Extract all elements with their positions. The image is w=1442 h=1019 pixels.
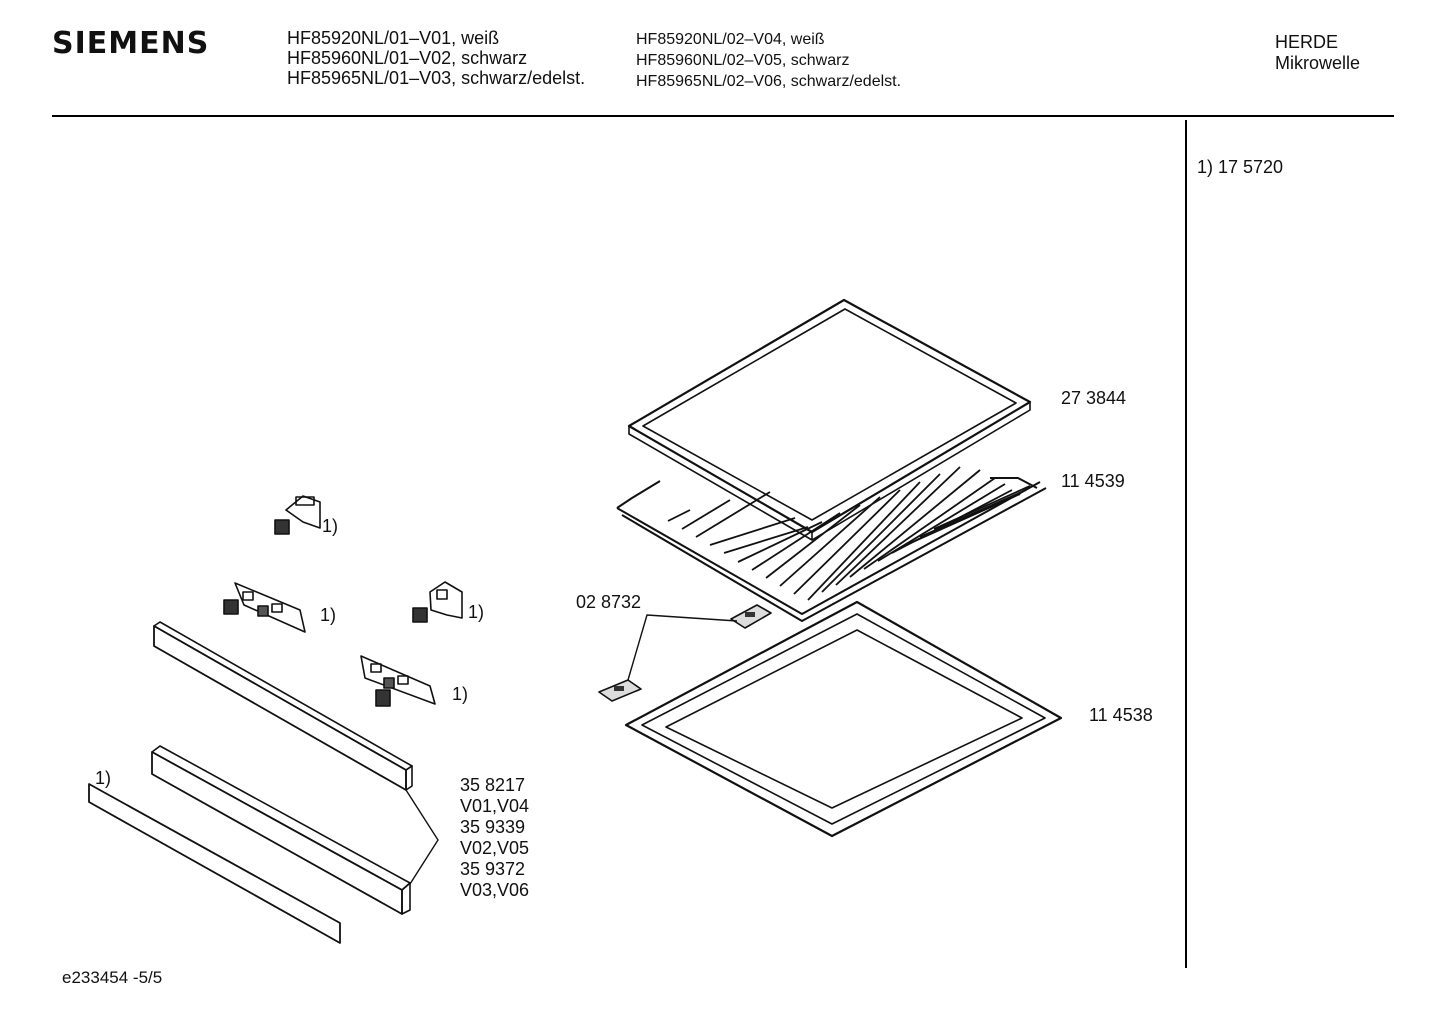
header-divider bbox=[52, 115, 1394, 117]
part-number-clips: 02 8732 bbox=[576, 592, 642, 612]
side-note: 1) 17 5720 bbox=[1197, 157, 1284, 177]
model-list-right: HF85920NL/02–V04, weiß HF85960NL/02–V05,… bbox=[636, 29, 901, 92]
drawing-reference: e233454 -5/5 bbox=[62, 968, 163, 987]
panel-code: V03,V06 bbox=[460, 880, 530, 900]
model-line: HF85960NL/01–V02, schwarz bbox=[287, 48, 528, 68]
hinge-bracket-part bbox=[412, 581, 463, 623]
footnote-ref-bracket: 1) bbox=[322, 516, 339, 536]
footnote-ref-bracket: 1) bbox=[452, 684, 469, 704]
hinge-bracket-part bbox=[360, 655, 436, 707]
footnote-ref-bracket: 1) bbox=[320, 605, 337, 625]
model-line: HF85920NL/02–V04, weiß bbox=[636, 31, 825, 48]
model-line: HF85965NL/02–V06, schwarz/edelst. bbox=[636, 73, 902, 90]
part-number-tray-top: 27 3844 bbox=[1061, 388, 1127, 408]
grid-rack-part bbox=[616, 466, 1047, 622]
model-line: HF85965NL/01–V03, schwarz/edelst. bbox=[287, 68, 586, 88]
panel-code: 35 9339 bbox=[460, 817, 526, 837]
hinge-bracket-part bbox=[223, 582, 306, 633]
panel-part-codes: 35 8217 V01,V04 35 9339 V02,V05 35 9372 … bbox=[460, 775, 529, 901]
part-number-grid-rack: 11 4539 bbox=[1061, 471, 1125, 491]
panel-code: V02,V05 bbox=[460, 838, 530, 858]
panel-code: 35 8217 bbox=[460, 775, 526, 795]
footnote-ref-strip: 1) bbox=[95, 768, 112, 788]
category-line: Mikrowelle bbox=[1275, 53, 1361, 73]
part-number-tray-bottom: 11 4538 bbox=[1089, 705, 1153, 725]
category-line: HERDE bbox=[1275, 32, 1339, 52]
clip-part bbox=[598, 604, 772, 702]
flat-strip-part bbox=[88, 783, 341, 944]
model-line: HF85960NL/02–V05, schwarz bbox=[636, 52, 850, 69]
model-line: HF85920NL/01–V01, weiß bbox=[287, 28, 500, 48]
footnote-ref-bracket: 1) bbox=[468, 602, 485, 622]
door-panel-part bbox=[151, 745, 411, 915]
brand-logo: SIEMENS bbox=[52, 26, 210, 61]
panel-code: 35 9372 bbox=[460, 859, 526, 879]
product-category: HERDE Mikrowelle bbox=[1275, 32, 1360, 74]
enamel-tray-part bbox=[624, 600, 1063, 838]
panel-code: V01,V04 bbox=[460, 796, 530, 816]
baking-tray-part bbox=[627, 298, 1032, 541]
model-list-left: HF85920NL/01–V01, weiß HF85960NL/01–V02,… bbox=[287, 28, 585, 88]
side-divider bbox=[1185, 120, 1187, 968]
hinge-bracket-part bbox=[274, 495, 321, 535]
